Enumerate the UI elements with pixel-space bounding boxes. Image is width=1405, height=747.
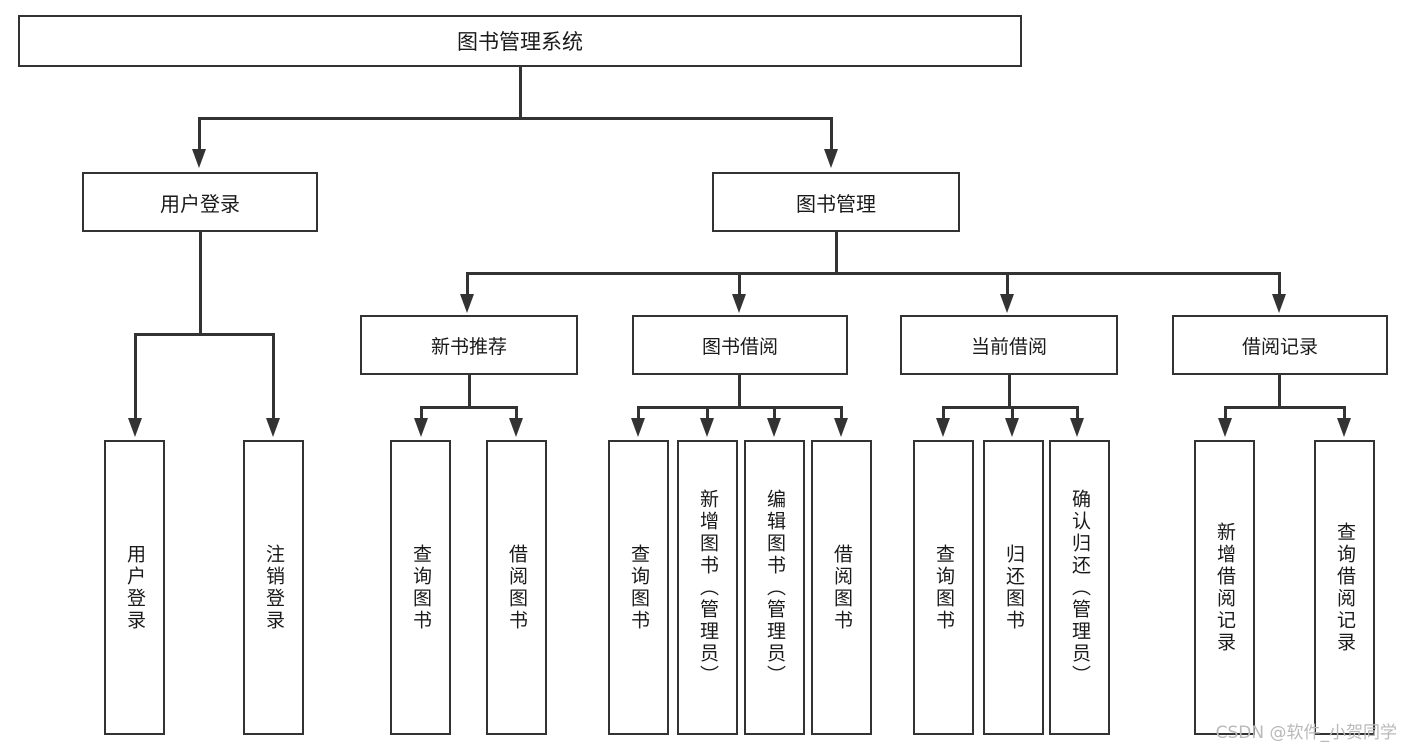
edge-user-login-to-logout [272,333,275,420]
leaf-borrow-books-borrowing[interactable]: 借阅图书 [811,440,872,735]
leaf-return-books[interactable]: 归还图书 [983,440,1044,735]
edge-rec-to-add [1224,406,1227,420]
node-label: 编辑图书（管理员） [764,488,786,687]
arrowhead-book-borrow [732,294,746,313]
edge-nb-to-query [420,406,423,420]
edge-bb-to-borrow [840,406,843,420]
node-label: 查询图书 [410,543,432,632]
edge-book-borrow-bus [637,406,842,409]
node-label: 借阅图书 [506,543,528,632]
edge-records-stem [1278,375,1281,408]
edge-bb-to-edit [773,406,776,420]
node-book-management[interactable]: 图书管理 [712,172,960,232]
leaf-add-book-admin[interactable]: 新增图书（管理员） [677,440,738,735]
node-label: 借阅记录 [1241,335,1318,358]
node-label: 注销登录 [263,543,285,632]
edge-current-borrow-stem [1008,375,1011,408]
arrowhead-cb-query-books [936,418,950,437]
node-label: 用户登录 [160,191,240,216]
edge-root-bus [198,117,832,120]
edge-cb-to-query [942,406,945,420]
arrowhead-bb-query-books [631,418,645,437]
node-book-borrowing[interactable]: 图书借阅 [632,315,848,375]
node-label: 图书管理 [796,191,876,216]
edge-cb-to-return [1011,406,1014,420]
node-borrowing-records[interactable]: 借阅记录 [1172,315,1388,375]
arrowhead-borrow-records [1272,294,1286,313]
arrowhead-user-login [192,149,206,168]
arrowhead-leaf-logout [266,418,280,437]
edge-bb-to-add [706,406,709,420]
node-label: 图书管理系统 [457,30,583,54]
arrowhead-bb-add-book [700,418,714,437]
node-label: 借阅图书 [831,543,853,632]
edge-bm-to-borrow [738,272,741,296]
arrowhead-book-management [824,149,838,168]
leaf-borrow-books-new-book[interactable]: 借阅图书 [486,440,547,735]
edge-user-login-stem [199,232,202,335]
edge-rec-to-query [1343,406,1346,420]
leaf-query-borrow-record[interactable]: 查询借阅记录 [1314,440,1375,735]
edge-new-book-bus [420,406,517,409]
node-label: 当前借阅 [970,335,1047,358]
arrowhead-current-borrow [1000,294,1014,313]
arrowhead-new-book [460,294,474,313]
leaf-confirm-return-admin[interactable]: 确认归还（管理员） [1049,440,1110,735]
leaf-query-books-new-book[interactable]: 查询图书 [390,440,451,735]
edge-bm-to-new-book [466,272,469,296]
leaf-user-login[interactable]: 用户登录 [104,440,165,735]
arrowhead-cb-return-books [1005,418,1019,437]
arrowhead-nb-borrow-books [509,418,523,437]
edge-new-book-stem [468,375,471,408]
edge-book-management-bus [466,272,1280,275]
arrowhead-cb-confirm-return [1070,418,1084,437]
node-current-borrowing[interactable]: 当前借阅 [900,315,1118,375]
node-label: 用户登录 [124,543,146,632]
arrowhead-bb-borrow-book [834,418,848,437]
leaf-edit-book-admin[interactable]: 编辑图书（管理员） [744,440,805,735]
node-new-book-recommendation[interactable]: 新书推荐 [360,315,578,375]
edge-user-login-bus [134,333,274,336]
edge-root-to-user-login [198,117,201,151]
arrowhead-rec-add-record [1218,418,1232,437]
arrowhead-nb-query-books [414,418,428,437]
edge-current-borrow-bus [942,406,1078,409]
node-label: 确认归还（管理员） [1069,488,1091,687]
edge-root-to-book-management [830,117,833,151]
node-label: 新增借阅记录 [1214,521,1236,654]
node-label: 归还图书 [1003,543,1025,632]
edge-root-stem [519,67,522,119]
edge-bm-to-records [1278,272,1281,296]
edge-user-login-to-login [134,333,137,420]
node-label: 查询借阅记录 [1334,521,1356,654]
leaf-query-books-current[interactable]: 查询图书 [913,440,974,735]
node-label: 新书推荐 [430,335,507,358]
watermark: CSDN @软件_小贺同学 [1215,723,1397,743]
edge-book-borrow-stem [738,375,741,408]
leaf-logout[interactable]: 注销登录 [243,440,304,735]
leaf-add-borrow-record[interactable]: 新增借阅记录 [1194,440,1255,735]
edge-bb-to-query [637,406,640,420]
node-label: 新增图书（管理员） [697,488,719,687]
edge-bm-to-current [1006,272,1009,296]
arrowhead-bb-edit-book [767,418,781,437]
edge-book-management-stem [835,232,838,274]
leaf-query-books-borrowing[interactable]: 查询图书 [608,440,669,735]
arrowhead-rec-query-record [1337,418,1351,437]
node-user-login[interactable]: 用户登录 [82,172,318,232]
node-label: 图书借阅 [701,335,778,358]
edge-records-bus [1224,406,1345,409]
edge-nb-to-borrow [515,406,518,420]
edge-cb-to-confirm [1076,406,1079,420]
node-label: 查询图书 [933,543,955,632]
arrowhead-leaf-user-login [128,418,142,437]
node-label: 查询图书 [628,543,650,632]
node-root-book-management-system[interactable]: 图书管理系统 [18,15,1022,67]
